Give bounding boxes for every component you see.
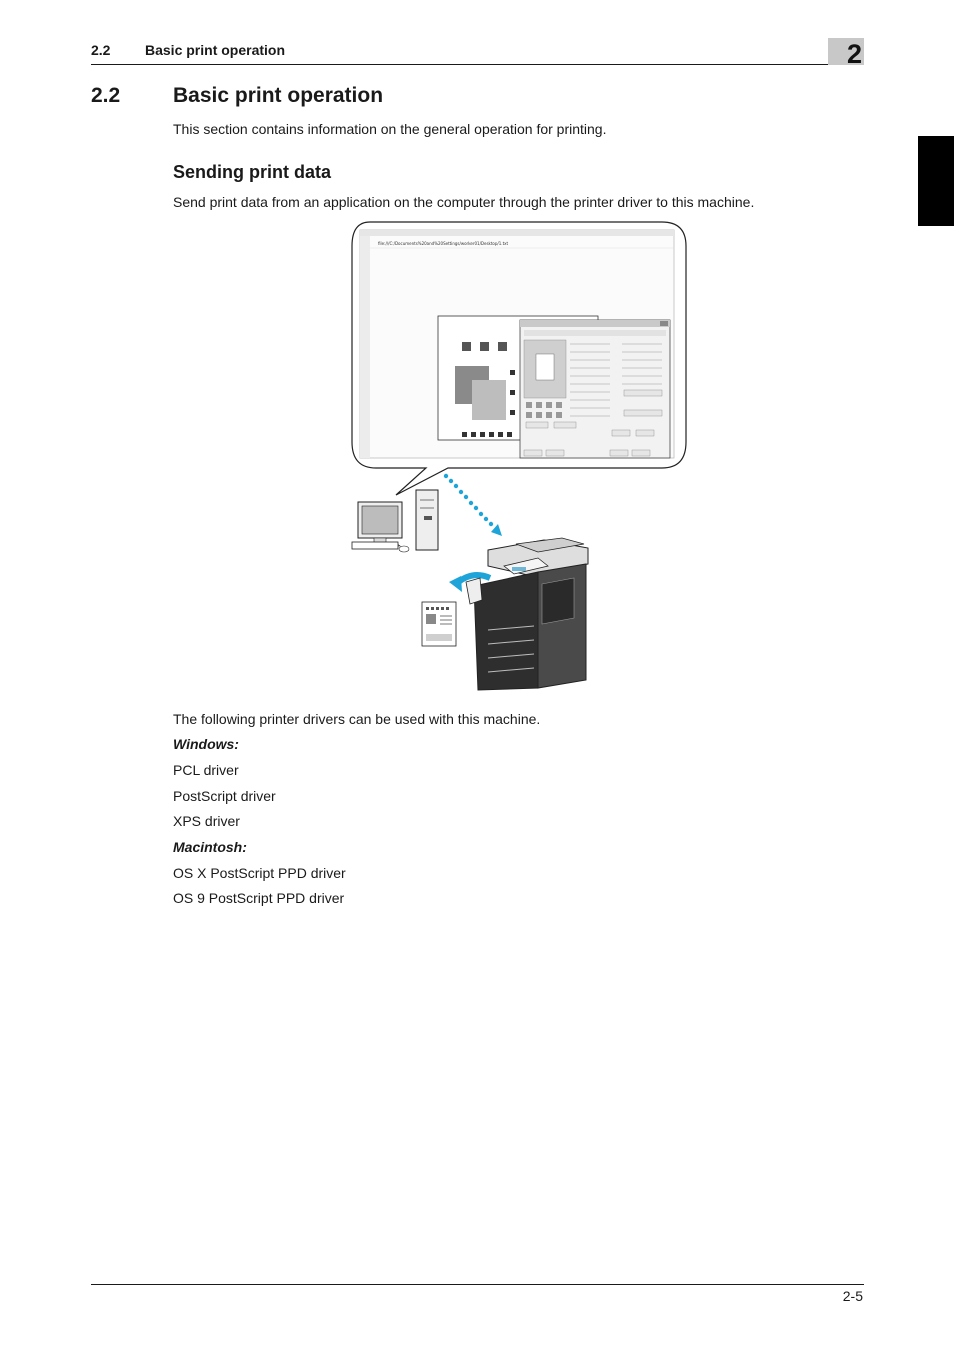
windows-driver-item: XPS driver xyxy=(173,813,240,829)
header-section-number: 2.2 xyxy=(91,42,111,58)
chapter-number-box: 2 xyxy=(828,38,864,69)
mfp-printer-icon xyxy=(465,537,589,691)
section-number: 2.2 xyxy=(91,84,121,107)
printed-output-page xyxy=(421,601,457,647)
data-transfer-arrow xyxy=(443,473,502,536)
windows-driver-item: PostScript driver xyxy=(173,788,276,804)
output-arrow xyxy=(449,572,492,592)
chapter-thumb-tab xyxy=(918,136,954,226)
header-rule xyxy=(91,64,864,65)
page-number: 2-5 xyxy=(842,1288,863,1304)
macintosh-label: Macintosh: xyxy=(173,839,247,855)
drivers-intro: The following printer drivers can be use… xyxy=(173,711,541,727)
address-bar-text: file:///C:/Documents%20and%20Settings/wo… xyxy=(378,241,509,246)
print-workflow-illustration: file:///C:/Documents%20and%20Settings/wo… xyxy=(351,221,687,691)
mac-driver-item: OS X PostScript PPD driver xyxy=(173,865,346,881)
printer-driver-dialog xyxy=(519,319,671,459)
footer-rule xyxy=(91,1284,864,1285)
header-section-title: Basic print operation xyxy=(145,42,286,58)
section-title: Basic print operation xyxy=(173,84,384,107)
subsection-text: Send print data from an application on t… xyxy=(173,194,755,210)
section-intro: This section contains information on the… xyxy=(173,121,607,137)
computer-icon xyxy=(351,489,439,553)
subsection-title: Sending print data xyxy=(173,162,332,182)
windows-label: Windows: xyxy=(173,736,239,752)
windows-driver-item: PCL driver xyxy=(173,762,239,778)
mac-driver-item: OS 9 PostScript PPD driver xyxy=(173,890,345,906)
